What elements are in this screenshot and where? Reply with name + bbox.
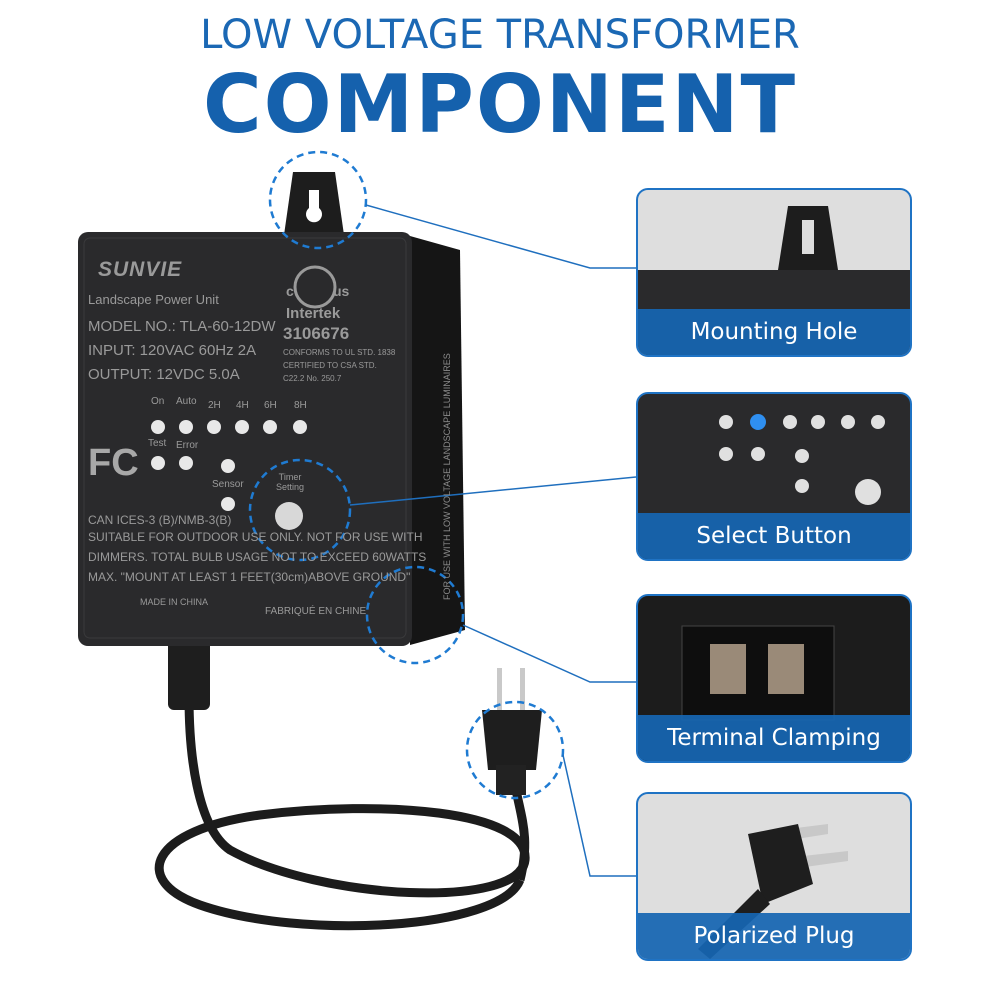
product-name: Landscape Power Unit [88, 292, 219, 307]
led-label: On [151, 396, 165, 407]
cert-lab: Intertek [286, 305, 341, 322]
led-label: 8H [294, 400, 307, 411]
callout-select-button: Select Button [636, 392, 912, 561]
callout-lines [349, 204, 637, 877]
title-line-1: LOW VOLTAGE TRANSFORMER [200, 12, 800, 58]
led-label: 4H [236, 400, 249, 411]
made-in: MADE IN CHINA [140, 597, 209, 607]
plug [482, 668, 542, 795]
side-label: FOR USE WITH LOW VOLTAGE LANDSCAPE LUMIN… [442, 353, 452, 600]
brand-logo: SUNVIE [98, 258, 183, 281]
callout-label: Select Button [638, 513, 910, 559]
warning-line: SUITABLE FOR OUTDOOR USE ONLY. NOT FOR U… [88, 530, 423, 544]
led-label: Auto [176, 396, 197, 407]
cert-line: CERTIFIED TO CSA STD. [283, 361, 377, 370]
cert-c: c [286, 283, 294, 299]
model-no: MODEL NO.: TLA-60-12DW [88, 318, 276, 335]
callout-polarized-plug: Polarized Plug [636, 792, 912, 961]
led-indicators [151, 420, 307, 511]
warning-line: DIMMERS. TOTAL BULB USAGE NOT TO EXCEED … [88, 550, 427, 564]
timer-button[interactable] [275, 502, 303, 530]
led-label: Error [176, 440, 199, 451]
callout-mounting-hole: Mounting Hole [636, 188, 912, 357]
output-rating: OUTPUT: 12VDC 5.0A [88, 366, 240, 383]
cert-number: 3106676 [283, 324, 350, 343]
strain-relief [168, 630, 210, 710]
led-label: 6H [264, 400, 277, 411]
led-label: Test [148, 438, 167, 449]
cert-us: us [333, 283, 350, 299]
input-rating: INPUT: 120VAC 60Hz 2A [88, 342, 257, 359]
callout-label: Terminal Clamping Plate [638, 715, 910, 761]
transformer-body [78, 232, 412, 646]
select-button-closeup [719, 414, 885, 505]
etl-logo [293, 265, 337, 309]
terminal-closeup [681, 625, 835, 721]
warning-line: MAX. "MOUNT AT LEAST 1 FEET(30cm)ABOVE G… [88, 570, 411, 584]
callout-label: Polarized Plug [638, 913, 910, 959]
cert-line: CONFORMS TO UL STD. 1838 [283, 348, 396, 357]
title-line-2: COMPONENT [202, 58, 798, 151]
cert-line: C22.2 No. 250.7 [283, 374, 342, 383]
fcc-logo: FC [88, 442, 139, 484]
sensor-label: Sensor [212, 479, 244, 490]
fabrique: FABRIQUÉ EN CHINE [265, 606, 367, 617]
timer-label: Timer Setting [275, 472, 305, 492]
power-cord [154, 659, 530, 931]
callout-terminal-plate: Terminal Clamping Plate [636, 594, 912, 763]
callout-circles [248, 150, 565, 800]
callout-label: Mounting Hole [638, 309, 910, 355]
ices-text: CAN ICES-3 (B)/NMB-3(B) [88, 513, 232, 527]
led-label: 2H [208, 400, 221, 411]
